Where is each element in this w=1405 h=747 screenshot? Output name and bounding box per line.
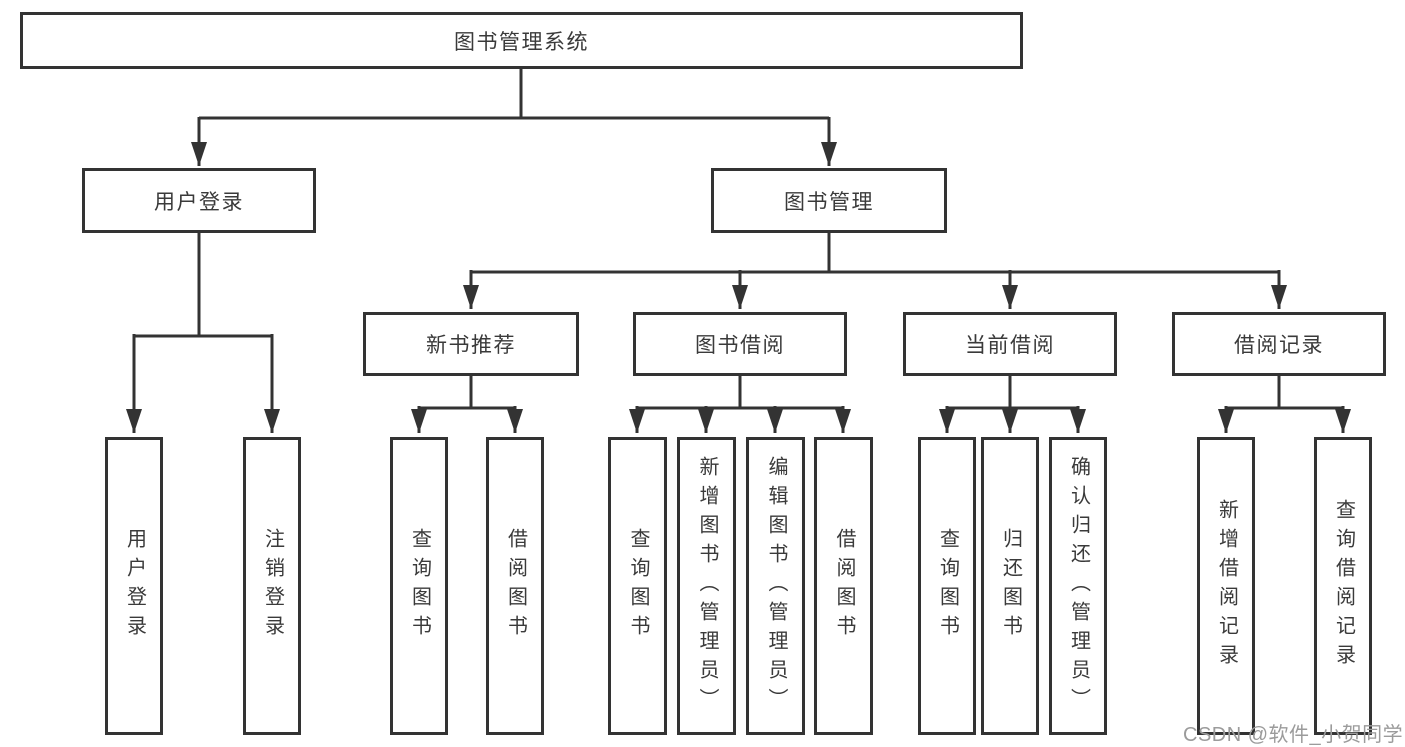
- node-label: 借阅图书: [833, 528, 855, 644]
- node-add-book-admin: 新增图书（管理员）: [677, 437, 736, 735]
- node-book-borrowing: 图书借阅: [633, 312, 847, 376]
- node-borrowing-records: 借阅记录: [1172, 312, 1386, 376]
- node-label: 新增借阅记录: [1215, 499, 1238, 673]
- node-label: 归还图书: [999, 528, 1022, 644]
- node-label: 用户登录: [123, 528, 146, 644]
- node-return-book: 归还图书: [981, 437, 1039, 735]
- node-add-borrow-record: 新增借阅记录: [1197, 437, 1255, 735]
- node-query-books-borrow: 查询图书: [608, 437, 667, 735]
- node-query-books-current: 查询图书: [918, 437, 976, 735]
- node-label: 借阅记录: [1234, 334, 1324, 357]
- node-confirm-return-admin: 确认归还（管理员）: [1049, 437, 1107, 735]
- node-query-books-recommend: 查询图书: [390, 437, 448, 735]
- node-borrow-books-recommend: 借阅图书: [486, 437, 544, 735]
- node-new-book-recommend: 新书推荐: [363, 312, 579, 376]
- node-label: 注销登录: [261, 528, 284, 644]
- node-label: 新书推荐: [426, 334, 516, 357]
- node-library-management-system: 图书管理系统: [20, 12, 1023, 69]
- node-label: 查询图书: [627, 528, 649, 644]
- node-label: 编辑图书（管理员）: [765, 455, 787, 717]
- node-label: 借阅图书: [504, 528, 527, 644]
- node-logout: 注销登录: [243, 437, 301, 735]
- node-label: 当前借阅: [965, 334, 1055, 357]
- node-label: 用户登录: [154, 190, 244, 214]
- node-edit-book-admin: 编辑图书（管理员）: [746, 437, 805, 735]
- node-label: 新增图书（管理员）: [696, 455, 718, 717]
- node-book-management: 图书管理: [711, 168, 947, 233]
- node-user-login-action: 用户登录: [105, 437, 163, 735]
- node-label: 查询借阅记录: [1332, 499, 1355, 673]
- node-current-borrowing: 当前借阅: [903, 312, 1117, 376]
- node-borrow-books: 借阅图书: [814, 437, 873, 735]
- node-label: 查询图书: [408, 528, 431, 644]
- node-label: 图书借阅: [695, 334, 785, 357]
- node-user-login: 用户登录: [82, 168, 316, 233]
- node-label: 图书管理系统: [454, 30, 589, 54]
- node-label: 查询图书: [936, 528, 959, 644]
- node-query-borrow-record: 查询借阅记录: [1314, 437, 1372, 735]
- node-label: 图书管理: [784, 190, 874, 214]
- node-label: 确认归还（管理员）: [1067, 455, 1090, 717]
- csdn-watermark: CSDN @软件_小贺同学: [1183, 724, 1404, 746]
